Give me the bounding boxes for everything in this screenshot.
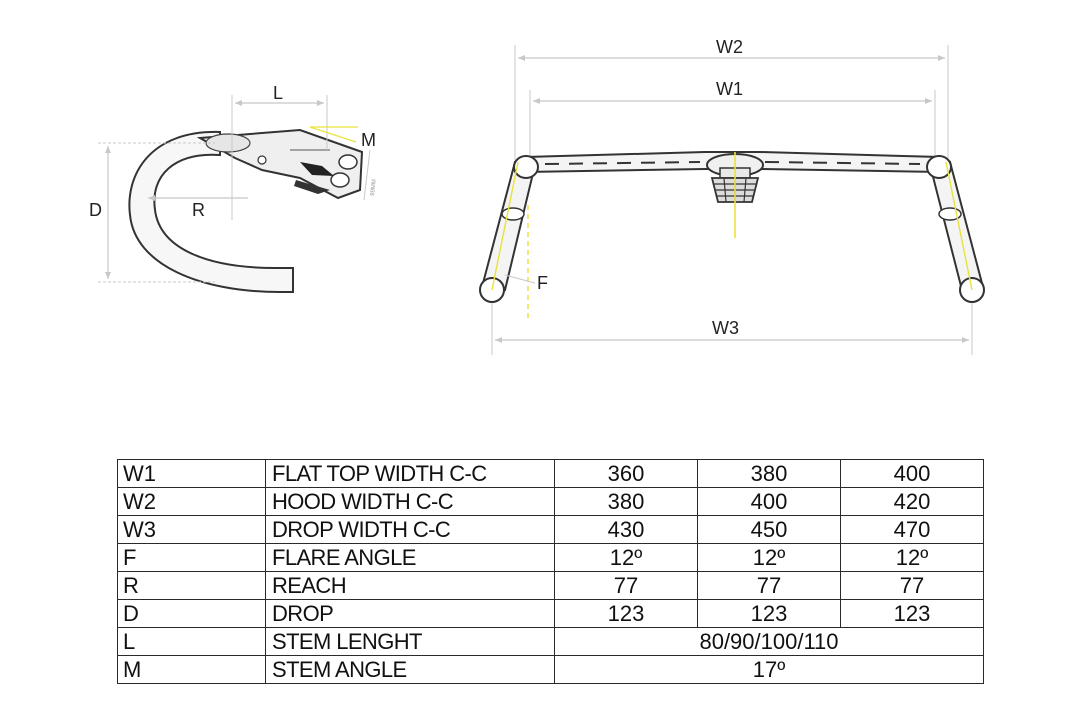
row-desc: DROP — [265, 599, 555, 628]
row-code: W2 — [117, 487, 266, 516]
row-desc: REACH — [265, 571, 555, 600]
side-stem-logo — [300, 162, 334, 176]
label-r: R — [192, 200, 205, 220]
row-desc: STEM LENGHT — [265, 627, 555, 656]
row-code: W3 — [117, 515, 266, 544]
handlebar-diagram: L M D R 99MM — [89, 37, 985, 355]
side-stem-graphic — [294, 180, 330, 194]
table-row: F FLARE ANGLE 12º 12º 12º — [117, 543, 984, 572]
front-left-drop — [480, 160, 537, 292]
row-value: 123 — [554, 599, 698, 628]
table-row: W2 HOOD WIDTH C-C 380 400 420 — [117, 487, 984, 516]
row-value: 420 — [840, 487, 984, 516]
label-l: L — [273, 83, 283, 103]
table-row: D DROP 123 123 123 — [117, 599, 984, 628]
side-bolt-bottom — [330, 172, 350, 188]
row-value-merged: 17º — [554, 655, 984, 684]
front-bar-dash-left — [544, 161, 701, 165]
front-left-mid — [501, 207, 525, 221]
label-w2: W2 — [716, 37, 743, 57]
side-bolt-top — [338, 154, 358, 170]
label-d: D — [89, 200, 102, 220]
row-value: 380 — [554, 487, 698, 516]
spec-table: W1 FLAT TOP WIDTH C-C 360 380 400 W2 HOO… — [117, 459, 984, 684]
stem-angle-ref-slant — [309, 126, 357, 143]
front-right-top-end — [926, 155, 952, 179]
front-bar-dash-right — [764, 161, 921, 165]
row-desc: DROP WIDTH C-C — [265, 515, 555, 544]
row-code: L — [117, 627, 266, 656]
row-value: 400 — [697, 487, 841, 516]
row-code: W1 — [117, 459, 266, 488]
front-right-flare-accent — [945, 161, 973, 291]
side-bar-clamp — [205, 133, 251, 153]
row-value: 77 — [697, 571, 841, 600]
row-value: 400 — [840, 459, 984, 488]
row-desc: FLAT TOP WIDTH C-C — [265, 459, 555, 488]
front-right-drop — [928, 160, 985, 292]
table-row: L STEM LENGHT 80/90/100/110 — [117, 627, 984, 656]
label-m: M — [361, 130, 376, 150]
row-code: F — [117, 543, 266, 572]
row-value: 430 — [554, 515, 698, 544]
row-value: 450 — [697, 515, 841, 544]
table-row: W1 FLAT TOP WIDTH C-C 360 380 400 — [117, 459, 984, 488]
row-value: 77 — [840, 571, 984, 600]
flare-marker-line — [504, 274, 536, 284]
row-value-merged: 80/90/100/110 — [554, 627, 984, 656]
row-code: R — [117, 571, 266, 600]
row-code: M — [117, 655, 266, 684]
front-left-top-end — [513, 155, 539, 179]
label-f: F — [537, 273, 548, 293]
row-value: 12º — [554, 543, 698, 572]
side-bar-curve — [128, 130, 294, 293]
table-row: W3 DROP WIDTH C-C 430 450 470 — [117, 515, 984, 544]
row-value: 470 — [840, 515, 984, 544]
row-value: 12º — [840, 543, 984, 572]
table-row: M STEM ANGLE 17º — [117, 655, 984, 684]
row-value: 77 — [554, 571, 698, 600]
side-stem-bolt — [257, 155, 267, 165]
label-w1: W1 — [716, 79, 743, 99]
stem-height-line — [363, 149, 371, 201]
row-desc: FLARE ANGLE — [265, 543, 555, 572]
row-value: 360 — [554, 459, 698, 488]
label-w3: W3 — [712, 318, 739, 338]
row-value: 123 — [840, 599, 984, 628]
row-desc: STEM ANGLE — [265, 655, 555, 684]
row-value: 380 — [697, 459, 841, 488]
row-desc: HOOD WIDTH C-C — [265, 487, 555, 516]
front-view: W2 W1 F W3 — [479, 37, 985, 355]
row-value: 12º — [697, 543, 841, 572]
label-stem-tiny: 99MM — [370, 179, 378, 196]
table-row: R REACH 77 77 77 — [117, 571, 984, 600]
side-view: L M D R 99MM — [89, 83, 378, 293]
row-code: D — [117, 599, 266, 628]
front-left-flare-accent — [491, 161, 519, 291]
row-value: 123 — [697, 599, 841, 628]
